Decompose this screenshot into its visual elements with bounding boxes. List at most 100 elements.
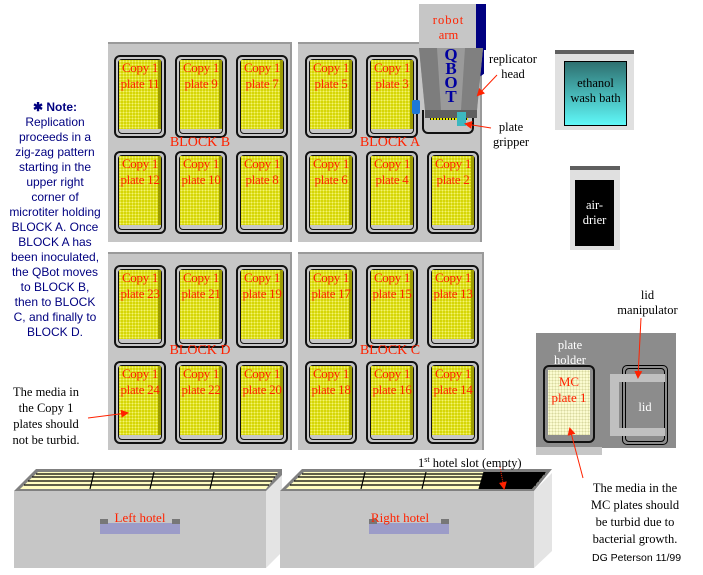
plate-media: [432, 270, 474, 339]
plate-media: [432, 366, 474, 435]
lid-gripper-bottom: [610, 428, 665, 436]
note-line: The media in: [13, 385, 79, 399]
plate-media: [241, 60, 283, 129]
note-line: not be turbid.: [12, 433, 80, 447]
plate-gripper: [457, 112, 466, 126]
note-line: BLOCK A. Once: [11, 220, 99, 234]
replicator-head-text-2: head: [501, 67, 525, 81]
note-line: upper right: [26, 175, 84, 189]
qbot-letter: T: [445, 87, 457, 106]
plate-media: [241, 366, 283, 435]
plate-media: [119, 366, 161, 435]
mc-plate-label: MC: [558, 374, 580, 389]
note-line: plates should: [13, 417, 79, 431]
mc-plate-media: MC plate 1: [548, 370, 590, 435]
plate-media: [119, 156, 161, 225]
plate-media: [310, 156, 352, 225]
plate-media: [432, 156, 474, 225]
note-line: BLOCK A has: [18, 235, 92, 249]
plate-media: [310, 60, 352, 129]
right-hotel-label: Right hotel: [370, 510, 430, 525]
robot-arm-side: [476, 4, 486, 50]
block-c-label: BLOCK C: [359, 343, 421, 358]
mc-plate-1: MC plate 1: [543, 365, 595, 443]
qbot-letter: O: [444, 73, 458, 92]
hotel-slot-sup: st: [424, 455, 430, 464]
plate-media: [241, 270, 283, 339]
lid-manipulator-text-2: manipulator: [617, 303, 678, 317]
note-line: proceeds in a: [18, 130, 92, 144]
plate-media: [119, 60, 161, 129]
robot-arm-label: robot: [432, 13, 465, 27]
robot-arm: robot arm: [419, 4, 478, 48]
plate-media: [180, 156, 222, 225]
note-line: be turbid due to: [595, 515, 675, 529]
lid-gripper-side: [610, 374, 619, 430]
ethanol-wash-bath: ethanol wash bath: [555, 50, 634, 130]
left-hotel: [14, 469, 282, 568]
plate-holder-text: plate: [557, 338, 583, 352]
left-hotel-label: Left hotel: [114, 510, 166, 525]
note-line: microtiter holding: [9, 205, 101, 219]
qbot-letter: Q: [444, 45, 458, 64]
qbot-letter: B: [445, 59, 457, 78]
robot-arm-label-2: arm: [438, 28, 459, 42]
air-drier: air- drier: [570, 166, 620, 250]
air-drier-label-2: drier: [582, 213, 607, 227]
note-line: starting in the: [18, 160, 92, 174]
lid-manipulator-label: lid manipulator: [610, 288, 685, 318]
note-line: then to BLOCK: [14, 295, 96, 309]
plate-gripper-text: plate: [498, 120, 524, 134]
lid-inner: [625, 368, 665, 442]
plate-media: [180, 270, 222, 339]
plate-media: [371, 60, 413, 129]
note-line: C, and finally to: [13, 310, 97, 324]
gripper-left: [412, 100, 420, 114]
hotel-slot-text: hotel slot (empty): [429, 456, 522, 471]
plate-gripper-text-2: gripper: [492, 135, 530, 149]
note-line: BLOCK D.: [26, 325, 83, 339]
plate-holder-base: [536, 447, 602, 455]
plate-media: [310, 270, 352, 339]
air-drier-label: air-: [585, 198, 604, 212]
ethanol-label: ethanol: [577, 76, 614, 90]
plate-media: [371, 156, 413, 225]
credit: DG Peterson 11/99: [592, 552, 682, 564]
plate-gripper-label: plate gripper: [488, 120, 534, 150]
mc-plate-label-2: plate 1: [551, 390, 587, 405]
lid-label: lid: [638, 400, 652, 414]
